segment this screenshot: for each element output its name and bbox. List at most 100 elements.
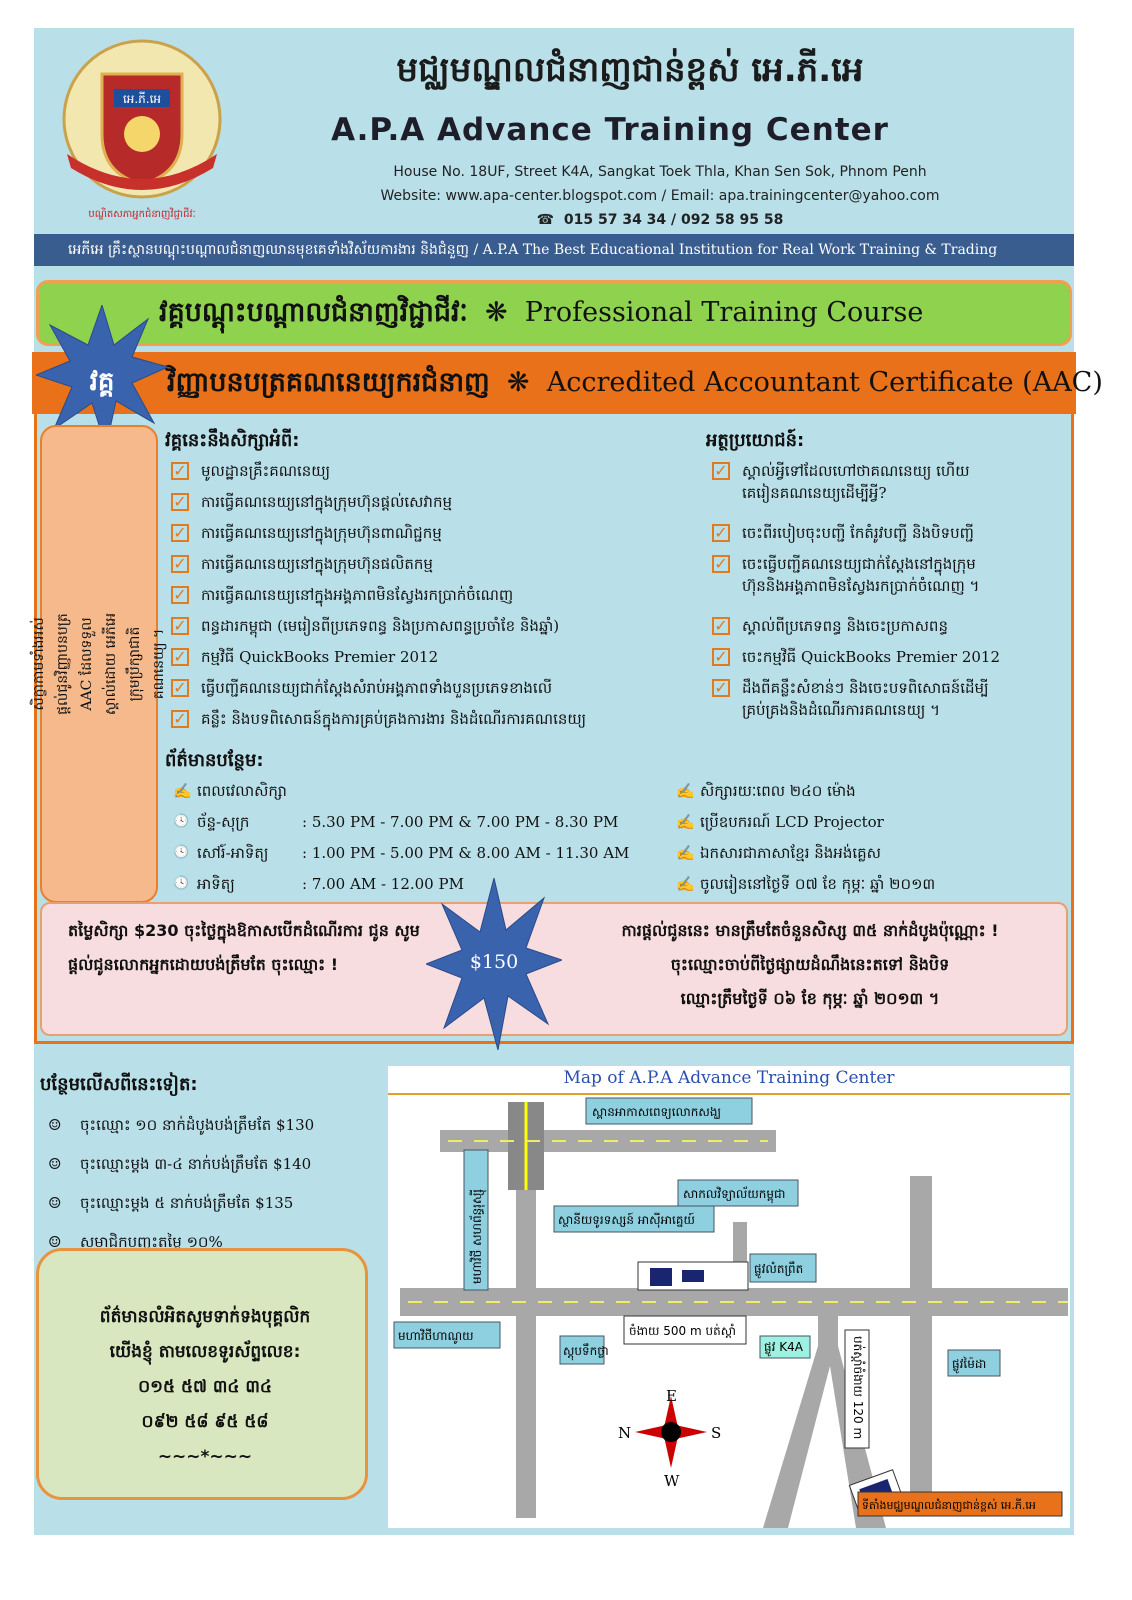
discount-text: ចុះឈ្មោះ ១០ នាក់ដំបូងបង់ត្រឹមតែ $130 xyxy=(80,1116,315,1134)
schedule-time: : 1.00 PM - 5.00 PM & 8.00 AM - 11.30 AM xyxy=(302,844,630,862)
smiley-icon: ☺ xyxy=(48,1233,62,1251)
checkbox-icon: ✓ xyxy=(171,586,189,604)
contact-line: យើងខ្ញុំ តាមលេខទូរស័ព្ទលេខ: xyxy=(109,1342,301,1362)
detail-text: សិក្សារយៈពេល ២៤០ ម៉ោង xyxy=(700,782,856,800)
svg-text:វគ្គ: វគ្គ xyxy=(90,367,115,397)
list-item: ✓ មូលដ្ឋានគ្រឹះគណនេយ្យ xyxy=(165,460,705,491)
list-item: ✓ ធ្វើបញ្ជីគណនេយ្យជាក់ស្តែងសំរាប់អង្គភាពទ… xyxy=(165,677,705,708)
detail-row: ✍ ឯកសារជាភាសាខ្មែរ និងអង់គ្លេស xyxy=(668,842,1068,873)
svg-text:ទីតាំងមជ្ឈមណ្ឌលជំនាញជាន់ខ្ពស់: ទីតាំងមជ្ឈមណ្ឌលជំនាញជាន់ខ្ពស់ អេ.ភី.អេ xyxy=(862,1498,1036,1512)
contact-scroll xyxy=(36,1248,368,1500)
contact-line: ព័ត៌មានលំអិតសូមទាក់ទងបុគ្គលិក xyxy=(99,1307,311,1327)
side-note: សិក្ខាកាមទាំងអស់ ផ្តល់ជូនវិញ្ញាបនបត្រ AA… xyxy=(31,612,167,716)
list-item: ✓ការធ្វើគណនេយ្យនៅក្នុងក្រុមហ៊ុនផ្តល់សេវា… xyxy=(165,491,705,522)
svg-text:បត់ស្តាំចំងាយ 120 m: បត់ស្តាំចំងាយ 120 m xyxy=(851,1336,866,1439)
checkbox-icon: ✓ xyxy=(171,462,189,480)
svg-text:ស្ពានអាកាសពេទ្យលោកសង្ឃ: ស្ពានអាកាសពេទ្យលោកសង្ឃ xyxy=(592,1105,721,1119)
smiley-icon: ☺ xyxy=(48,1155,62,1173)
checkbox-icon: ✓ xyxy=(712,462,730,480)
list-item-text: ការធ្វើគណនេយ្យនៅក្នុងក្រុមហ៊ុនផលិតកម្ម xyxy=(201,555,433,573)
svg-text:ស្ថានីយទូរទស្សន៍ អាស៊ីអាគ្នេយ៍: ស្ថានីយទូរទស្សន៍ អាស៊ីអាគ្នេយ៍ xyxy=(558,1212,695,1228)
promo-line: ឈ្មោះត្រឹមថ្ងៃទី ០៦ ខែ កុម្ភៈ ឆ្នាំ ២០១៣… xyxy=(680,989,940,1008)
course-star-badge: វគ្គ xyxy=(36,305,168,447)
topics-list: វគ្គនេះនឹងសិក្សាអំពី: ✓ មូលដ្ឋានគ្រឹះគណនេ… xyxy=(165,428,705,739)
list-item-text: ស្គាល់អ្វីទៅដែលហៅថាគណនេយ្យ ហើយ គេរៀនគណនេ… xyxy=(742,462,970,502)
svg-text:$150: $150 xyxy=(470,951,518,973)
list-item-text: កម្មវិធី QuickBooks Premier 2012 xyxy=(201,648,439,666)
svg-text:S: S xyxy=(711,1424,721,1442)
svg-text:ផ្លូវលំតព្រឹត: ផ្លូវលំតព្រឹត xyxy=(754,1261,803,1279)
svg-text:អេ.ភី.អេ: អេ.ភី.អេ xyxy=(123,91,161,106)
clock-icon: 🕓 xyxy=(173,814,190,829)
detail-row: ✍ ប្រើឧបករណ៍ LCD Projector xyxy=(668,811,1068,842)
contact-line: ០១៥ ៥៧ ៣៤ ៣៤ xyxy=(138,1377,272,1397)
list-item-text: មូលដ្ឋានគ្រឹះគណនេយ្យ xyxy=(201,462,331,480)
course-title-bar: វិញ្ញាបនបត្រគណនេយ្យករជំនាញ ❋ Accredited … xyxy=(32,352,1103,414)
title-english: A.P.A Advance Training Center xyxy=(331,112,889,148)
smiley-icon: ☺ xyxy=(48,1116,62,1134)
contact-scroll-text: ព័ត៌មានលំអិតសូមទាក់ទងបុគ្គលិកយើងខ្ញុំ តា… xyxy=(60,1300,350,1475)
svg-text:មហាវិថី សហព័ន្ធរុស្ស៊ី: មហាវិថី សហព័ន្ធរុស្ស៊ី xyxy=(469,1189,487,1284)
clock-icon: 🕓 xyxy=(173,876,190,891)
discounts-list: បន្ថែមលើសពីនេះទៀត: ☺ ចុះឈ្មោះ ១០ នាក់ដំបូ… xyxy=(40,1072,380,1270)
discount-item: ☺សមាជិកបញ្ចុះតម្លៃ ១០% xyxy=(40,1231,380,1270)
svg-text:ផ្លូវ K4A: ផ្លូវ K4A xyxy=(764,1340,804,1357)
list-item: ✓កម្មវិធី QuickBooks Premier 2012 xyxy=(165,646,705,677)
discount-item: ☺ ចុះឈ្មោះ ១០ នាក់ដំបូងបង់ត្រឹមតែ $130 xyxy=(40,1114,380,1153)
list-item: ✓គន្លឹះ និងបទពិសោធន៍ក្នុងការគ្រប់គ្រងការ… xyxy=(165,708,705,739)
list-item: ✓ ការធ្វើគណនេយ្យនៅក្នុងក្រុមហ៊ុនផលិតកម្ម xyxy=(165,553,705,584)
svg-text:W: W xyxy=(664,1472,680,1490)
schedule-day: សៅរ៍-អាទិត្យ xyxy=(197,844,269,862)
list-item-text: គន្លឹះ និងបទពិសោធន៍ក្នុងការគ្រប់គ្រងការង… xyxy=(201,710,587,728)
address: House No. 18UF, Street K4A, Sangkat Toek… xyxy=(393,164,927,180)
checkbox-icon: ✓ xyxy=(171,679,189,697)
checkbox-icon: ✓ xyxy=(171,524,189,542)
map-title: Map of A.P.A Advance Training Center xyxy=(563,1068,895,1088)
promo-box xyxy=(40,902,1068,1036)
content-frame xyxy=(34,412,1074,1044)
list-item: ✓ ចេះធ្វើបញ្ជីគណនេយ្យជាក់ស្តែងនៅក្នុងក្រុ… xyxy=(706,553,1066,615)
discount-item: ☺ចុះឈ្មោះម្តង ៣-៤ នាក់បង់ត្រឹមតែ $140 xyxy=(40,1153,380,1192)
svg-text:មហាវិថីហាណូយ: មហាវិថីហាណូយ xyxy=(398,1328,474,1344)
pen-icon: ✍ xyxy=(676,844,695,862)
svg-text:ចំងាយ 500 m បត់ស្តាំ: ចំងាយ 500 m បត់ស្តាំ xyxy=(629,1323,736,1338)
benefits-list: អត្ថប្រយោជន៍: ✓ ស្គាល់អ្វីទៅដែលហៅថាគណនេយ្… xyxy=(706,428,1066,739)
checkbox-icon: ✓ xyxy=(171,555,189,573)
schedule-row: 🕓ច័ន្ទ-សុក្រ: 5.30 PM - 7.00 PM & 7.00 P… xyxy=(165,811,645,842)
list-item-text: ការធ្វើគណនេយ្យនៅក្នុងអង្គភាពមិនស្វែងរកប្… xyxy=(201,586,514,604)
svg-text:ផ្លូវម៉ៃដា: ផ្លូវម៉ៃដា xyxy=(952,1356,986,1374)
list-item-text: ធ្វើបញ្ជីគណនេយ្យជាក់ស្តែងសំរាប់អង្គភាពទា… xyxy=(201,679,552,697)
schedule-day: ច័ន្ទ-សុក្រ xyxy=(197,813,250,831)
promo-line: ការផ្តល់ជូននេះ មានត្រឹមតែចំនួនសិស្ស ៣៥ ន… xyxy=(621,921,999,940)
list-item-text: ការធ្វើគណនេយ្យនៅក្នុងក្រុមហ៊ុនពាណិជ្ជកម្… xyxy=(201,524,442,542)
apa-logo: អេ.ភី.អេ បណ្ឌិតសភាអ្នកជំនាញវិជ្ជាជីវៈ xyxy=(62,39,222,220)
contact-line: ០៩២ ៥៨ ៩៥ ៥៨ xyxy=(141,1412,269,1432)
list-item-text: ដឹងពីគន្លឹះសំខាន់ៗ និងចេះបទពិសោធន៍ដើម្បី… xyxy=(742,679,989,719)
detail-text: ឯកសារជាភាសាខ្មែរ និងអង់គ្លេស xyxy=(700,844,881,862)
clock-icon: 🕓 xyxy=(173,845,190,860)
svg-text:N: N xyxy=(618,1424,631,1442)
title-khmer: មជ្ឈមណ្ឌលជំនាញជាន់ខ្ពស់ អេ.ភី.អេ xyxy=(396,50,864,90)
website-email[interactable]: Website: www.apa-center.blogspot.com / E… xyxy=(380,188,940,204)
discounts-heading: បន្ថែមលើសពីនេះទៀត: xyxy=(40,1074,198,1095)
list-item: ✓ស្គាល់ពីប្រភេទពន្ធ និងចេះប្រកាសពន្ធ xyxy=(706,615,1066,646)
price-star-badge: $150 xyxy=(426,878,562,1050)
tagline-banner: អេភីអេ គ្រឹះស្ថានបណ្តុះបណ្តាលជំនាញឈានមុខ… xyxy=(34,234,1074,266)
topics-heading: វគ្គនេះនឹងសិក្សាអំពី: xyxy=(165,430,300,451)
list-item-text: ពន្ធដារកម្ពុជា (មេរៀនពីប្រភេទពន្ធ និងប្រ… xyxy=(201,617,560,635)
list-item-text: ចេះធ្វើបញ្ជីគណនេយ្យជាក់ស្តែងនៅក្នុងក្រុម… xyxy=(742,555,980,595)
checkbox-icon: ✓ xyxy=(712,555,730,573)
detail-text: ប្រើឧបករណ៍ LCD Projector xyxy=(700,813,884,831)
schedule-row: 🕓 សៅរ៍-អាទិត្យ : 1.00 PM - 5.00 PM & 8.00 … xyxy=(165,842,645,873)
pen-icon: ✍ xyxy=(676,875,695,893)
benefits-heading: អត្ថប្រយោជន៍: xyxy=(706,430,805,451)
checkbox-icon: ✓ xyxy=(712,524,730,542)
pen-icon: ✍ xyxy=(676,813,695,831)
smiley-icon: ☺ xyxy=(48,1194,62,1212)
checkbox-icon: ✓ xyxy=(171,617,189,635)
list-item-text: ស្គាល់ពីប្រភេទពន្ធ និងចេះប្រកាសពន្ធ xyxy=(742,617,948,635)
promo-right-text: ការផ្តល់ជូននេះ មានត្រឹមតែចំនួនសិស្ស ៣៥ ន… xyxy=(560,914,1060,1016)
detail-row: ✍ចូលរៀននៅថ្ងៃទី ០៧ ខែ កុម្ភៈ ឆ្នាំ ២០១៣ xyxy=(668,873,1068,904)
detail-row: ✍សិក្សារយៈពេល ២៤០ ម៉ោង xyxy=(668,780,1068,811)
schedule-time: : 7.00 AM - 12.00 PM xyxy=(302,875,464,893)
